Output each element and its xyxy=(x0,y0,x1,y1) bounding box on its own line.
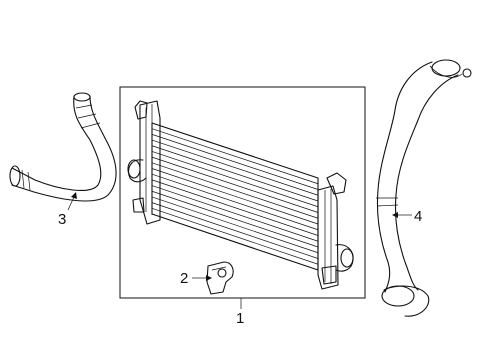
radiator-fin xyxy=(151,162,319,219)
leader-arrow-3 xyxy=(71,192,77,199)
callout-3: 3 xyxy=(58,211,66,228)
radiator-fin xyxy=(151,134,319,190)
retaining-clip xyxy=(206,261,234,295)
radiator-fin xyxy=(151,207,319,265)
leader-arrow-4 xyxy=(392,212,398,218)
radiator-fin xyxy=(151,196,319,254)
radiator-fin xyxy=(151,190,319,248)
radiator-fin xyxy=(151,156,319,213)
callout-2: 2 xyxy=(180,270,188,287)
radiator-fin xyxy=(151,151,319,208)
callout-4: 4 xyxy=(414,208,422,225)
intercooler-radiator xyxy=(127,100,354,290)
radiator-fin xyxy=(151,185,319,242)
leader-line-3 xyxy=(67,196,75,211)
radiator-fin xyxy=(151,168,319,225)
inlet-hose xyxy=(9,92,117,202)
radiator-fin xyxy=(151,202,319,259)
radiator-fin xyxy=(151,145,319,202)
outlet-hose xyxy=(376,59,472,317)
callout-1: 1 xyxy=(236,310,244,327)
radiator-fin xyxy=(151,173,319,231)
leader-arrow-2 xyxy=(206,275,212,281)
radiator-fin xyxy=(151,128,319,185)
radiator-fin xyxy=(151,139,319,196)
radiator-group-frame xyxy=(119,86,366,299)
radiator-fin xyxy=(151,179,319,236)
